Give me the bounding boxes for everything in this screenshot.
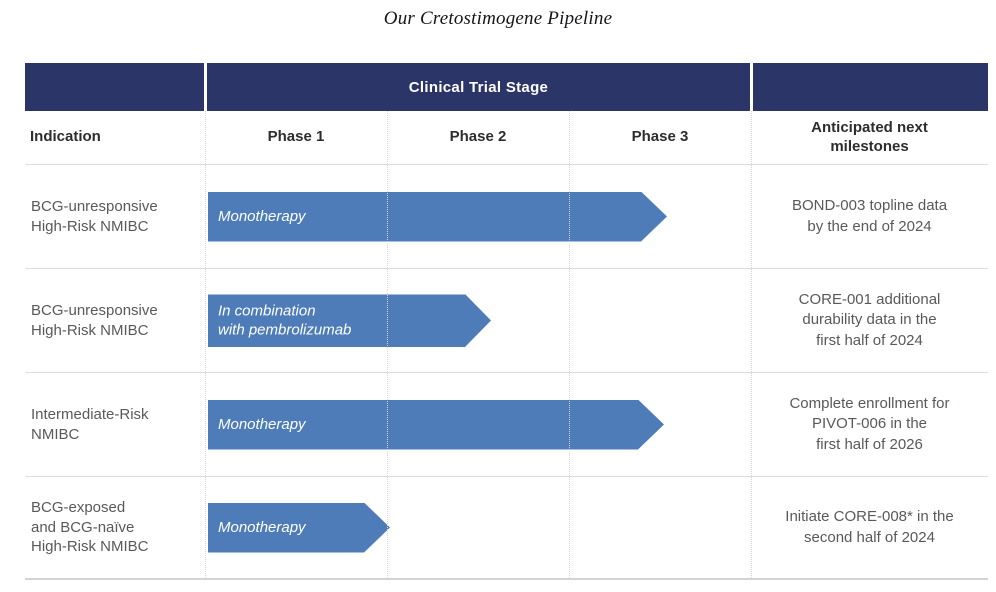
phase-track: Monotherapy — [205, 165, 751, 268]
trial-arrow: In combination with pembrolizumab — [208, 294, 491, 347]
page-title: Our Cretostimogene Pipeline — [383, 8, 613, 29]
milestone-label: Complete enrollment for PIVOT-006 in the… — [789, 395, 950, 453]
table-row: Intermediate-Risk NMIBC Monotherapy Comp… — [25, 373, 988, 477]
header-band-divider — [750, 63, 753, 111]
clinical-trial-stage-label: Clinical Trial Stage — [408, 78, 549, 96]
table-row: BCG-exposed and BCG-naïve High-Risk NMIB… — [25, 477, 988, 580]
arrow-label: Monotherapy — [218, 415, 306, 433]
phase-track: In combination with pembrolizumab — [205, 269, 751, 372]
table-row: BCG-unresponsive High-Risk NMIBC Monothe… — [25, 165, 988, 269]
column-header-row: Indication Phase 1 Phase 2 Phase 3 Antic… — [25, 111, 988, 165]
milestone-label: Initiate CORE-008* in the second half of… — [785, 508, 954, 546]
trial-arrow: Monotherapy — [208, 503, 390, 553]
arrow-label: In combination with pembrolizumab — [218, 302, 352, 339]
table-row: BCG-unresponsive High-Risk NMIBC In comb… — [25, 269, 988, 373]
table-header-band: Clinical Trial Stage — [25, 63, 988, 111]
indication-label: Intermediate-Risk NMIBC — [31, 406, 149, 443]
indication-label: BCG-unresponsive High-Risk NMIBC — [31, 198, 158, 235]
column-header-phase-1: Phase 1 — [267, 128, 325, 146]
phase-track: Monotherapy — [205, 373, 751, 476]
indication-label: BCG-unresponsive High-Risk NMIBC — [31, 302, 158, 339]
phase-track: Monotherapy — [205, 477, 751, 578]
indication-label: BCG-exposed and BCG-naïve High-Risk NMIB… — [31, 499, 149, 556]
trial-arrow: Monotherapy — [208, 400, 664, 450]
trial-arrow: Monotherapy — [208, 192, 667, 242]
column-header-phase-3: Phase 3 — [631, 128, 689, 146]
arrow-label: Monotherapy — [218, 518, 306, 536]
column-header-indication: Indication — [30, 128, 101, 146]
arrow-label: Monotherapy — [218, 207, 306, 225]
header-band-divider — [204, 63, 207, 111]
pipeline-table: Clinical Trial Stage Indication Phase 1 … — [25, 63, 988, 580]
milestone-label: CORE-001 additional durability data in t… — [798, 291, 941, 349]
column-header-milestones: Anticipated next milestones — [811, 118, 928, 155]
milestone-label: BOND-003 topline data by the end of 2024 — [791, 197, 948, 235]
column-header-phase-2: Phase 2 — [449, 128, 507, 146]
